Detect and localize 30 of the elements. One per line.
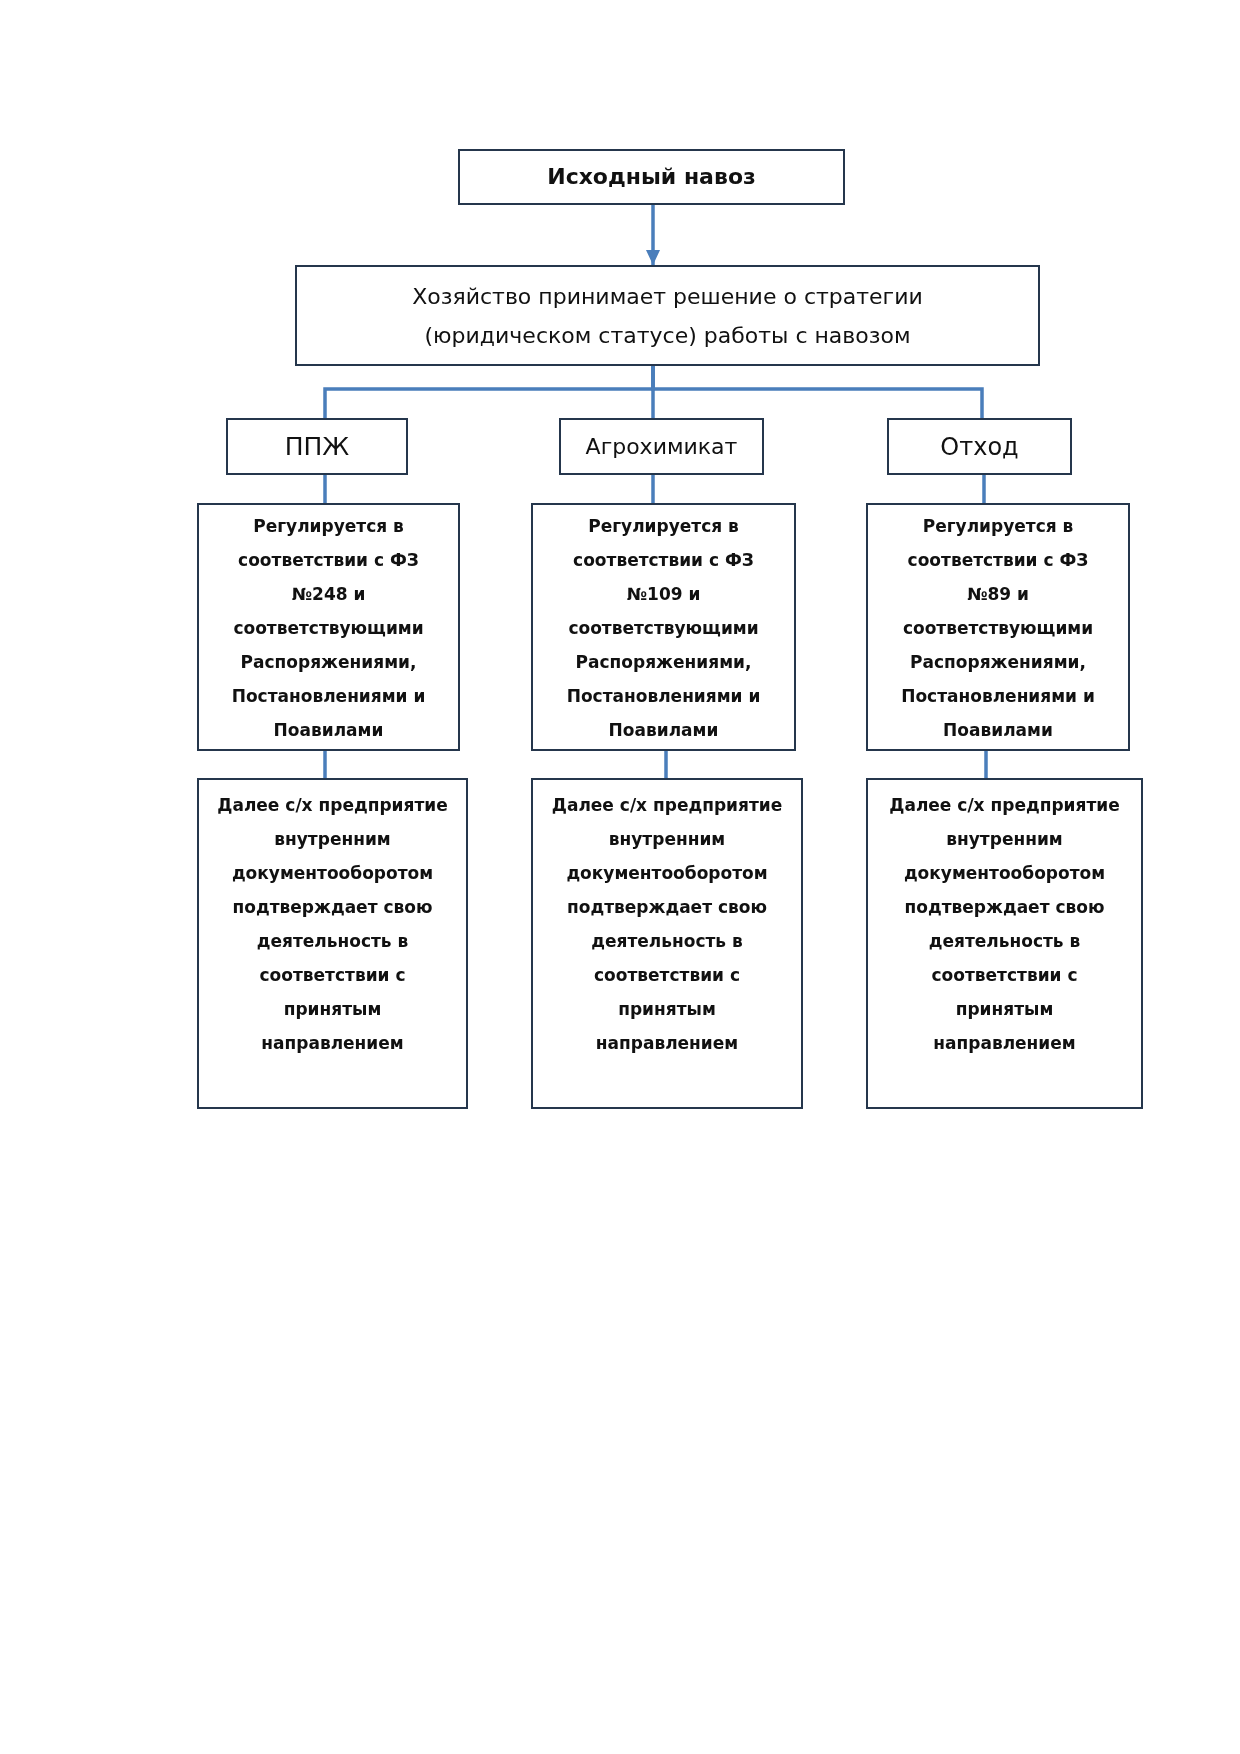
box-text: Регулируется в соответствии с ФЗ №89 и соответствующими Распоряжениями, Постановлениями и Поавилами [900,515,1096,742]
connector-line [651,475,655,503]
connector-line [664,751,668,778]
box-text: Далее с/х предприятие внутренним документооборотом подтверждает свою деятельность в соответствии с принятым направлением [216,794,449,1055]
connector-line [982,475,986,503]
process-box [887,418,1072,475]
box-text: Агрохимикат [585,432,738,461]
process-box [197,778,468,1109]
connector-line [984,751,988,778]
process-box [866,778,1143,1109]
arrow [646,205,660,265]
process-box [531,778,803,1109]
box-text: Регулируется в соответствии с ФЗ №248 и соответствующими Распоряжениями, Постановлениями и Поавилами [230,515,427,742]
box-text: Отход [940,431,1019,462]
process-box [226,418,408,475]
process-box [295,265,1040,366]
connector-line [323,475,327,503]
process-box [531,503,796,751]
box-text: Регулируется в соответствии с ФЗ №109 и соответствующими Распоряжениями, Постановлениями и Поавилами [565,515,762,742]
box-text: Далее с/х предприятие внутренним документооборотом подтверждает свою деятельность в соответствии с принятым направлением [888,794,1121,1055]
process-box [458,149,845,205]
process-box [866,503,1130,751]
box-text: ППЖ [284,431,350,462]
connector-line [323,751,327,778]
connector-line [651,366,984,418]
box-text: Далее с/х предприятие внутренним документооборотом подтверждает свою деятельность в соответствии с принятым направлением [550,794,784,1055]
process-box [559,418,764,475]
box-text: Хозяйство принимает решение о стратегии (юридическом статусе) работы с навозом [411,282,924,350]
process-box [197,503,460,751]
box-text: Исходный навоз [547,163,756,191]
